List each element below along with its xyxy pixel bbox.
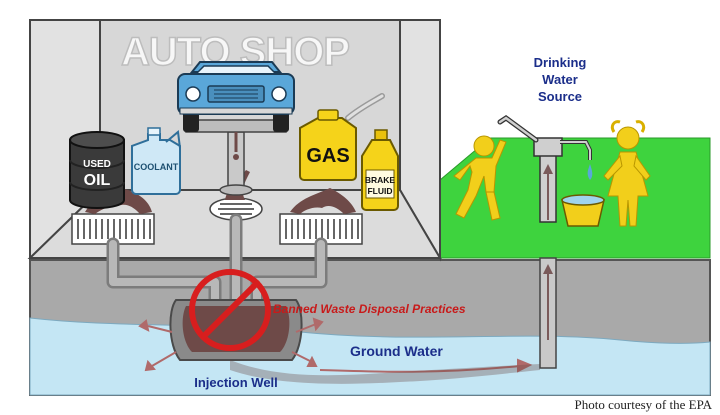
banned-practices-label: Banned Waste Disposal Practices bbox=[273, 302, 466, 316]
floor-drain-icon bbox=[71, 213, 155, 245]
brake-fluid-bottle-icon bbox=[361, 129, 399, 211]
drinking-water-label-line1: Drinking bbox=[534, 55, 587, 70]
photo-credit: Photo courtesy of the EPA bbox=[574, 397, 712, 412]
prohibited-sign-icon bbox=[189, 269, 271, 351]
floor-drain-icon bbox=[209, 197, 263, 221]
drinking-water-label-line2: Water bbox=[542, 72, 578, 87]
person-icon bbox=[603, 120, 651, 227]
drinking-water-label-line3: Source bbox=[538, 89, 582, 104]
brake-fluid-label-line2: FLUID bbox=[367, 186, 392, 196]
used-oil-label-line1: USED bbox=[83, 159, 111, 170]
injection-well-label: Injection Well bbox=[194, 375, 278, 390]
ground-water-label: Ground Water bbox=[350, 343, 443, 359]
brake-fluid-label-line1: BRAKE bbox=[365, 175, 396, 185]
drain-pipes bbox=[106, 213, 328, 312]
gas-can-icon bbox=[299, 93, 385, 181]
coolant-jug-icon bbox=[131, 127, 181, 195]
car-icon bbox=[177, 61, 295, 160]
drinking-well-pipe bbox=[539, 257, 557, 369]
floor-drain-icon bbox=[279, 213, 363, 245]
used-oil-label-line2: OIL bbox=[84, 172, 111, 189]
coolant-label: COOLANT bbox=[134, 162, 179, 172]
water-bucket-icon bbox=[561, 194, 605, 227]
person-icon bbox=[453, 135, 507, 221]
oil-drum-icon bbox=[69, 131, 125, 209]
contaminant-plume bbox=[230, 360, 540, 384]
gas-label: GAS bbox=[306, 145, 349, 167]
hand-pump-icon bbox=[497, 114, 593, 223]
shop-sign: AUTO SHOP bbox=[121, 30, 349, 74]
contamination-arrows bbox=[138, 317, 533, 373]
car-lift bbox=[185, 119, 287, 196]
